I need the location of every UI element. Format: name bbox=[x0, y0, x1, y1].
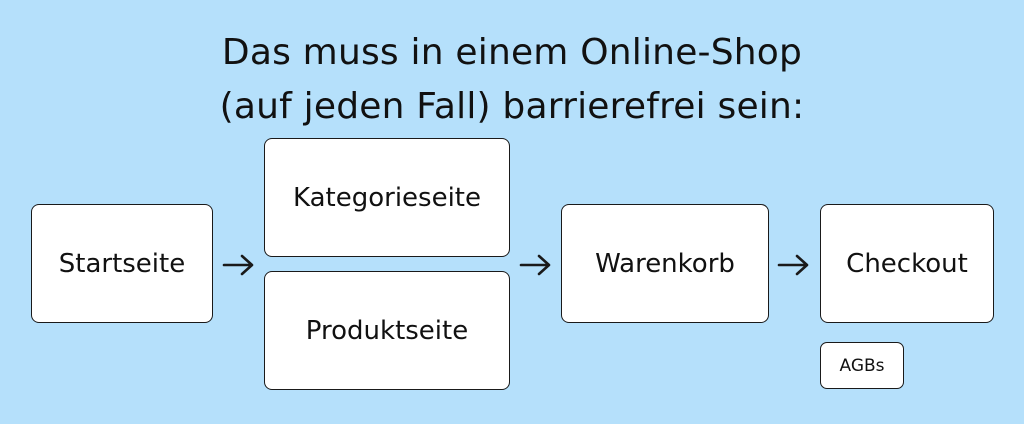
node-warenkorb-label: Warenkorb bbox=[595, 248, 735, 279]
node-kategorieseite-label: Kategorieseite bbox=[293, 182, 481, 213]
node-checkout: Checkout bbox=[820, 204, 994, 323]
node-agbs-label: AGBs bbox=[839, 355, 885, 376]
node-warenkorb: Warenkorb bbox=[561, 204, 769, 323]
title-line-1: Das muss in einem Online-Shop bbox=[221, 32, 803, 73]
node-agbs: AGBs bbox=[820, 342, 904, 389]
diagram-title: Das muss in einem Online-Shop (auf jeden… bbox=[0, 26, 1024, 134]
arrow-right-icon bbox=[777, 254, 809, 276]
node-checkout-label: Checkout bbox=[846, 248, 968, 279]
title-line-2: (auf jeden Fall) barrierefrei sein: bbox=[219, 86, 805, 127]
node-startseite: Startseite bbox=[31, 204, 213, 323]
node-startseite-label: Startseite bbox=[58, 248, 186, 279]
node-produktseite-label: Produktseite bbox=[305, 315, 469, 346]
arrow-right-icon bbox=[519, 254, 551, 276]
node-produktseite: Produktseite bbox=[264, 271, 510, 390]
node-kategorieseite: Kategorieseite bbox=[264, 138, 510, 257]
arrow-right-icon bbox=[222, 254, 254, 276]
